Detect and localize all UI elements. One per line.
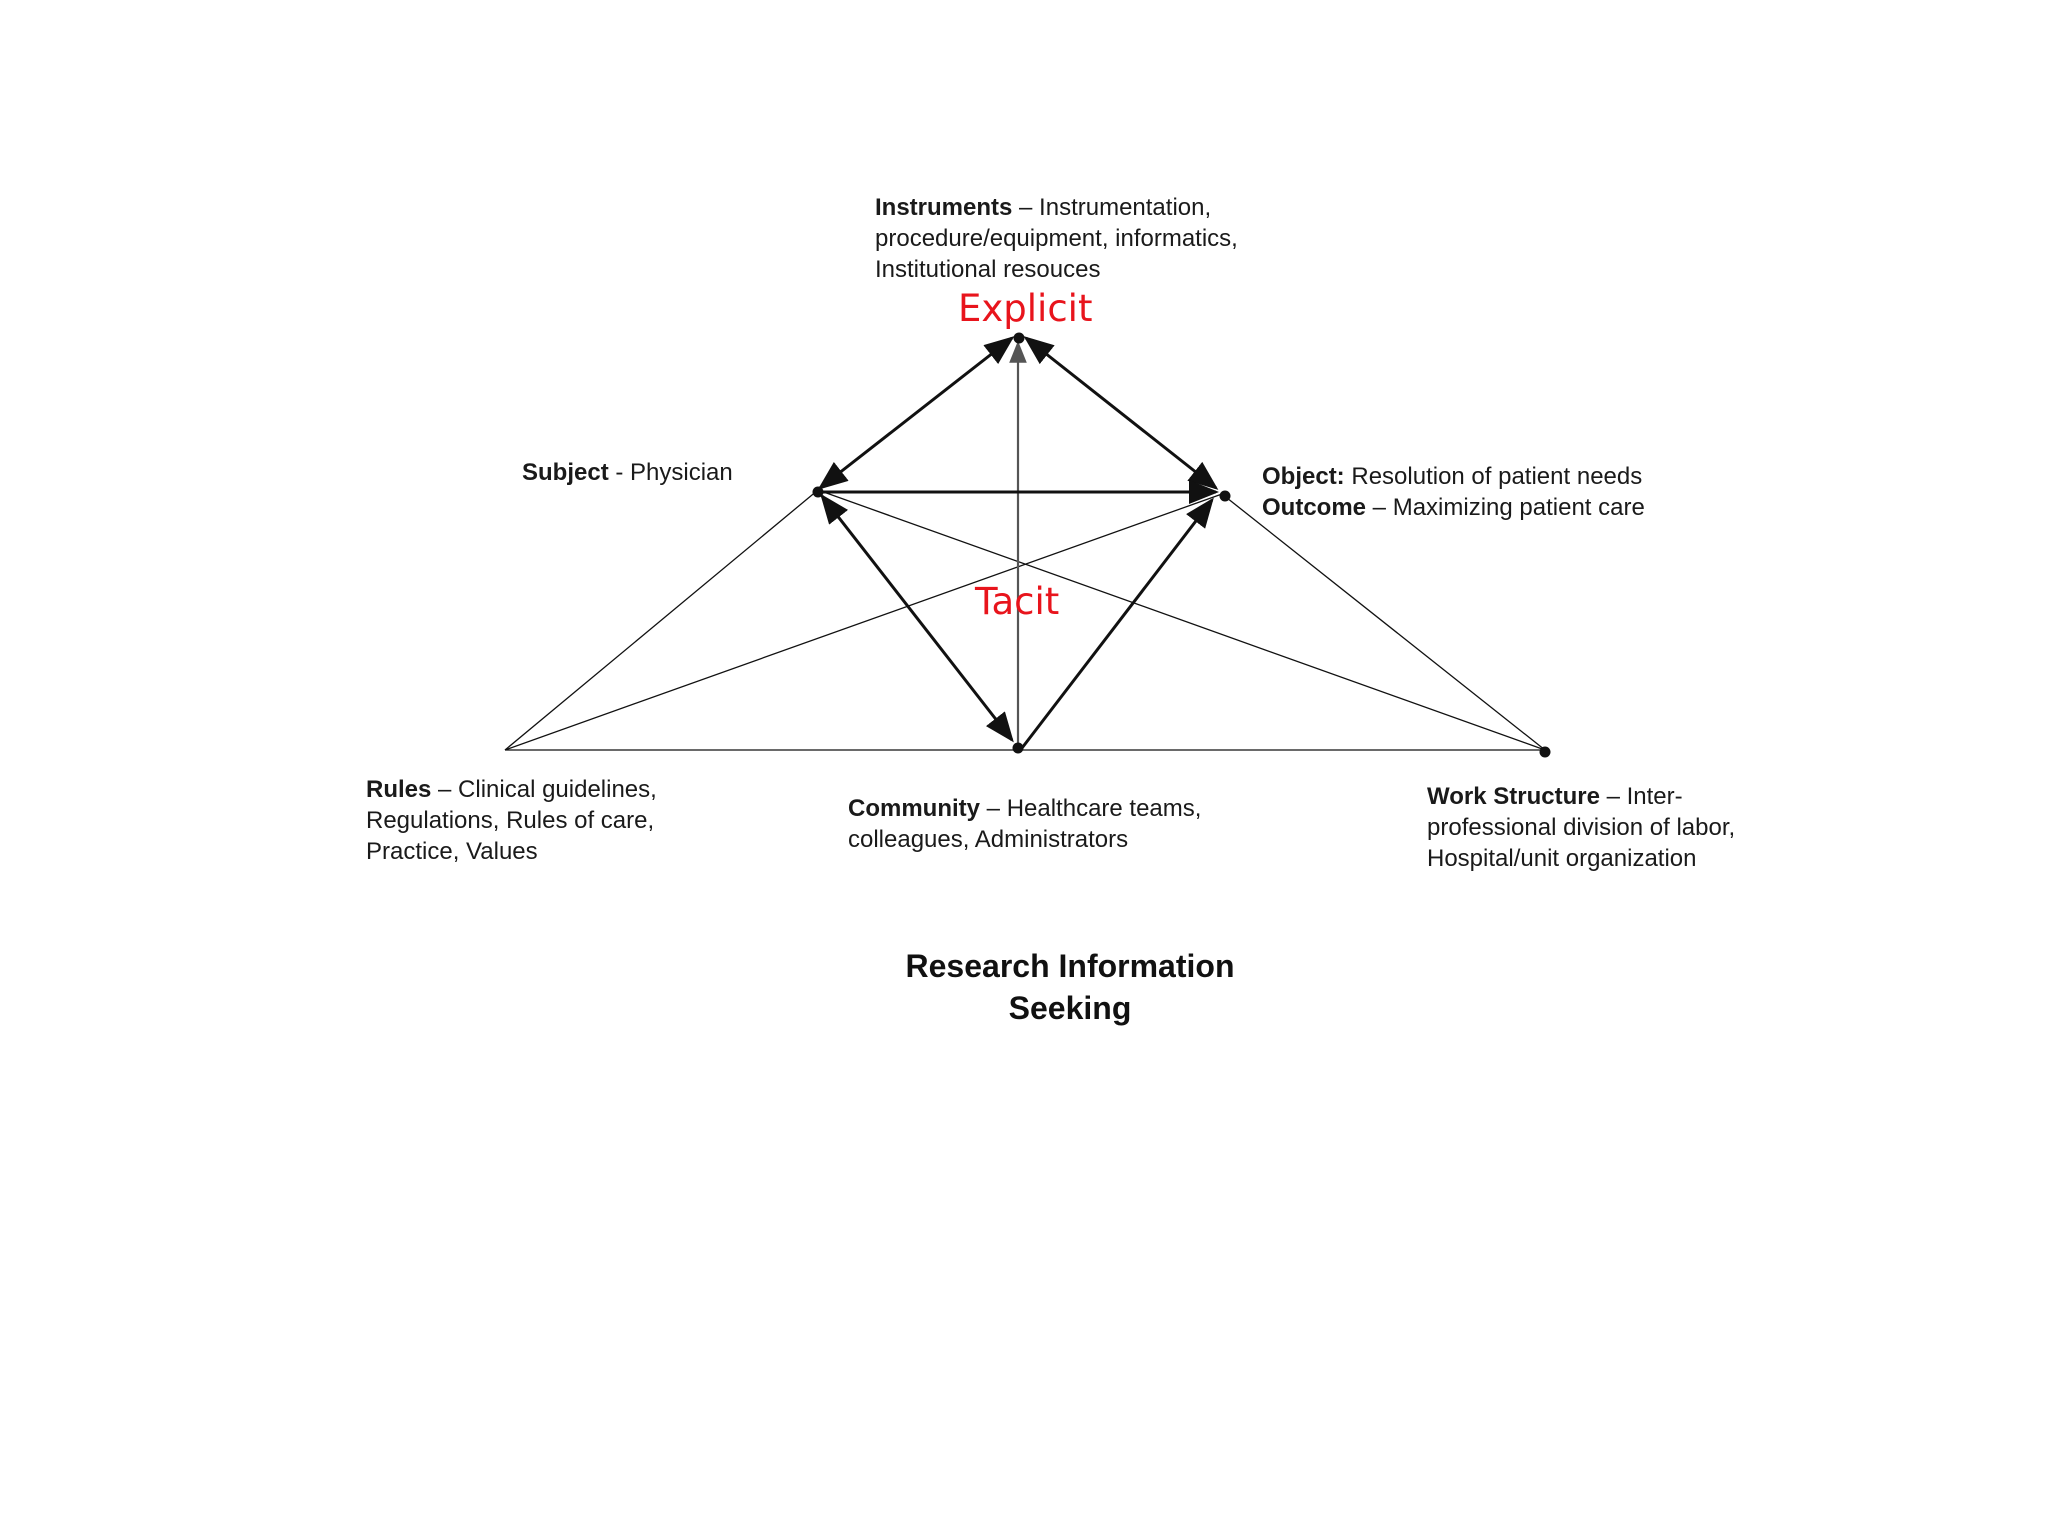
- explicit-annotation: Explicit: [958, 287, 1093, 330]
- object-outcome-label: Object: Resolution of patient needs Outc…: [1262, 463, 1645, 521]
- arrow-community-object: [1020, 497, 1214, 749]
- instruments-term: Instruments: [875, 194, 1013, 221]
- rules-term: Rules: [366, 776, 432, 803]
- node-dot-workstructure: [1539, 746, 1551, 758]
- community-term: Community: [848, 795, 980, 822]
- tacit-annotation: Tacit: [975, 580, 1060, 623]
- work-structure-term: Work Structure: [1427, 783, 1600, 810]
- edge-rules-subject: [504, 489, 819, 751]
- node-dot-community: [1012, 742, 1024, 754]
- community-label: Community – Healthcare teams, colleagues…: [848, 795, 1202, 853]
- edge-rules-object: [504, 493, 1223, 751]
- node-dot-subject: [812, 486, 824, 498]
- subject-term: Subject: [522, 459, 609, 486]
- rules-label: Rules – Clinical guidelines, Regulations…: [366, 776, 657, 865]
- node-dot-instruments: [1013, 332, 1025, 344]
- work-structure-label: Work Structure – Inter- professional div…: [1427, 783, 1736, 872]
- edge-object-workstructure: [1221, 493, 1546, 751]
- arrow-subject-community: [820, 493, 1014, 743]
- instruments-label: Instruments – Instrumentation, procedure…: [875, 194, 1238, 283]
- subject-label: Subject - Physician: [522, 459, 733, 486]
- arrow-subject-instruments: [817, 336, 1015, 490]
- arrow-instruments-object: [1023, 336, 1219, 490]
- object-term: Object:: [1262, 463, 1345, 490]
- diagram-title: Research Information Seeking: [905, 948, 1235, 1026]
- node-dot-object: [1219, 490, 1231, 502]
- outcome-term: Outcome: [1262, 494, 1367, 521]
- edge-subject-workstructure: [817, 489, 1546, 751]
